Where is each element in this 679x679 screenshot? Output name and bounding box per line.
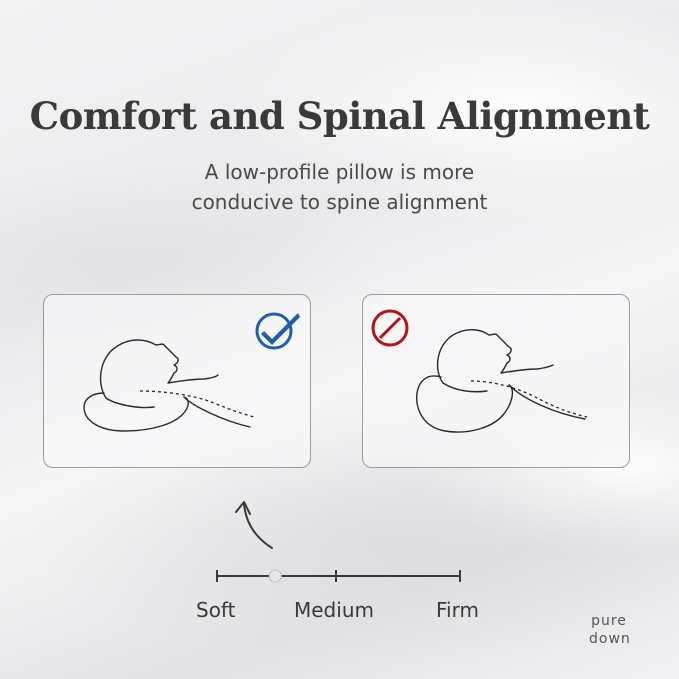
subtitle-line-1: A low-profile pillow is more <box>204 160 475 184</box>
high-profile-pillow-card <box>362 294 630 468</box>
check-icon <box>255 312 300 350</box>
scale-marker <box>268 569 282 583</box>
spine-line <box>470 380 588 418</box>
subtitle-line-2: conducive to spine alignment <box>191 190 488 214</box>
brand-line-1: pure <box>591 613 627 629</box>
firmness-scale <box>216 569 461 583</box>
low-profile-pillow-card <box>43 294 311 468</box>
scale-label-firm: Firm <box>436 598 479 622</box>
brand-line-2: down <box>589 631 631 647</box>
pointer-arrow-icon <box>235 501 273 549</box>
subtitle: A low-profile pillow is more conducive t… <box>0 157 679 217</box>
brand-logo: pure down <box>589 612 631 648</box>
high-profile-pillow-illustration <box>416 329 588 433</box>
low-profile-pillow-illustration <box>83 339 255 432</box>
scale-label-medium: Medium <box>294 598 374 622</box>
scale-label-soft: Soft <box>196 598 236 622</box>
spine-line <box>139 390 255 418</box>
page-title: Comfort and Spinal Alignment <box>29 94 650 138</box>
prohibited-icon <box>371 309 409 347</box>
